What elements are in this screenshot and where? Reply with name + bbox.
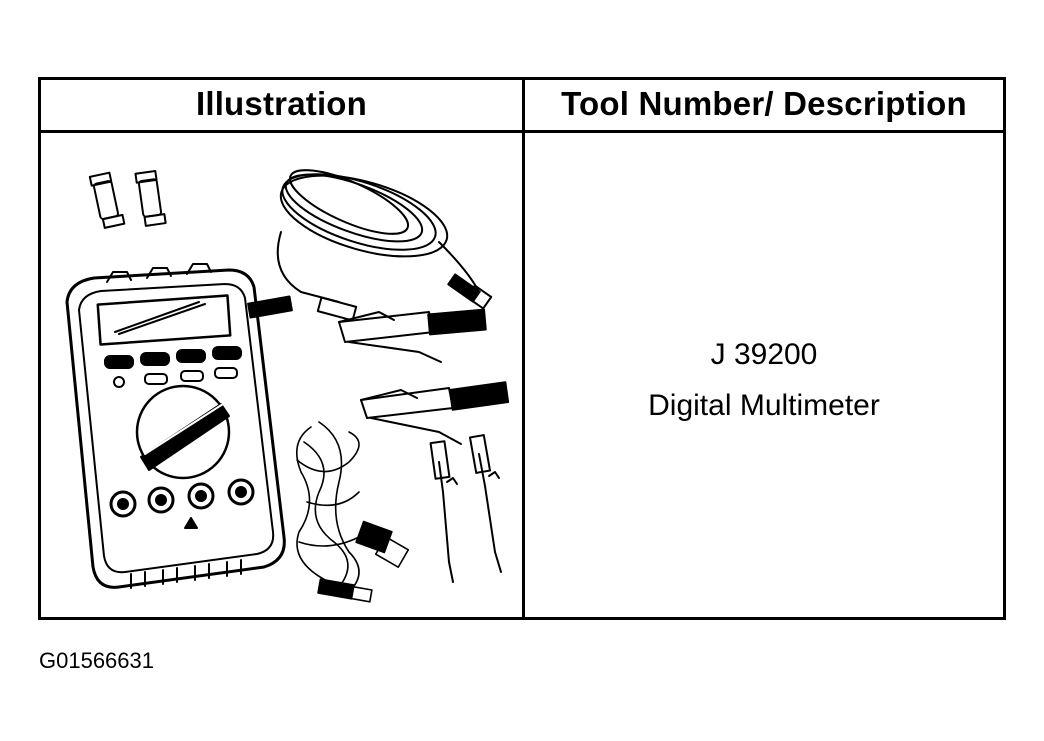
tangled-lead-icon [295,421,410,603]
fuse-icon [88,170,167,229]
tool-number: J 39200 [710,338,818,371]
tool-description: Digital Multimeter [648,389,880,422]
coiled-lead-icon [247,169,493,322]
tool-description-header: Tool Number/ Description [561,85,967,122]
multimeter-kit-illustration [49,142,517,610]
multimeter-icon [65,263,286,589]
alligator-clip-icon [338,308,510,445]
tool-table: Illustration Tool Number/ Description [38,77,1006,620]
illustration-header: Illustration [195,85,368,122]
figure-code: G01566631 [39,648,154,673]
tool-description-cell: J 39200 Digital Multimeter [525,133,1003,617]
column-divider [522,80,525,617]
test-probe-icon [429,434,502,583]
